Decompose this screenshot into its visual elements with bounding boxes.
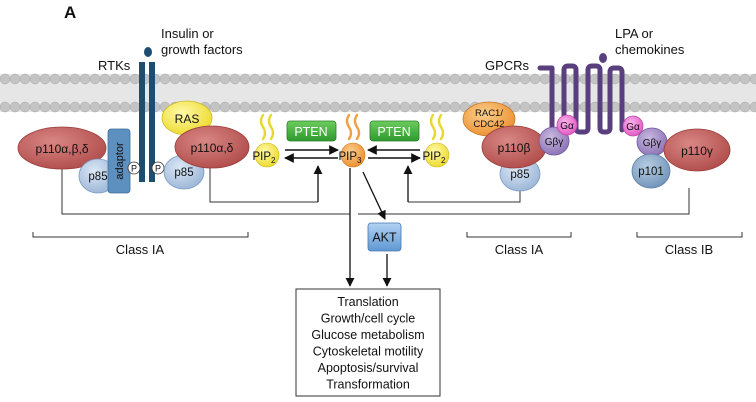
phospho-left-label: P — [131, 164, 137, 174]
class-ia-right-label: Class IA — [495, 242, 544, 257]
phospho-right-label: P — [155, 164, 161, 174]
gbg-right-label: Gβγ — [643, 138, 662, 149]
p110b-label: p110β — [498, 141, 531, 155]
rac1-label-line2: CDC42 — [473, 119, 504, 130]
adaptor-protein — [107, 128, 131, 194]
p85-mid-label: p85 — [174, 167, 193, 179]
rtk-receptor-left — [139, 62, 145, 182]
lpa-label-line1: LPA or — [615, 26, 654, 41]
insulin-label-line1: Insulin or — [161, 26, 214, 41]
p110g-subunit — [663, 128, 731, 172]
pip2-right-label: PIP2 — [423, 151, 447, 165]
p101-subunit — [631, 153, 671, 189]
rtks-label: RTKs — [98, 58, 131, 73]
pip2-right-tails — [429, 113, 445, 141]
pip2-right-head — [424, 142, 450, 168]
galpha-left-label: Gα — [560, 121, 574, 132]
outcome-item: Cytoskeletal motility — [313, 345, 424, 359]
pten-right-label: PTEN — [377, 125, 410, 139]
gbg-left — [538, 126, 570, 156]
pip3-head — [340, 142, 366, 168]
galpha-right-label: Gα — [626, 122, 640, 133]
growth-factor-ligand — [144, 47, 152, 57]
akt-protein — [367, 222, 402, 252]
pten-right — [369, 120, 420, 142]
pip2-left-tails — [259, 113, 275, 141]
class-ib-label: Class IB — [665, 242, 713, 257]
p85-right-label: p85 — [510, 169, 529, 181]
rtk-receptor-right — [149, 62, 155, 182]
lipid-bilayer-membrane — [0, 73, 756, 113]
outcome-item: Translation — [337, 295, 398, 309]
gbg-left-label: Gβγ — [545, 137, 564, 148]
phospho-site-right — [151, 161, 165, 175]
p110-ad-label: p110α,δ — [191, 141, 234, 155]
p110g-label: p110γ — [681, 144, 713, 158]
pten-left-label: PTEN — [294, 125, 327, 139]
pip3-tails — [345, 113, 361, 141]
class-ia-left-label: Class IA — [116, 242, 165, 257]
pip2-left-head — [254, 142, 280, 168]
insulin-label-line2: growth factors — [161, 42, 243, 57]
lpa-ligand — [599, 53, 607, 63]
lpa-label-line2: chemokines — [615, 42, 685, 57]
p110-ad-subunit — [174, 125, 250, 169]
pip2-left-label: PIP2 — [253, 151, 277, 165]
phospho-site-left — [127, 161, 141, 175]
akt-label: AKT — [372, 231, 397, 245]
pten-left — [286, 120, 337, 142]
outcome-item: Growth/cell cycle — [321, 312, 416, 326]
adaptor-label: adaptor — [114, 142, 126, 180]
class-brackets — [32, 232, 743, 238]
ras-label: RAS — [175, 112, 200, 126]
outcome-item: Transformation — [326, 378, 410, 392]
outcome-item: Glucose metabolism — [311, 328, 424, 342]
panel-label: A — [64, 3, 76, 22]
galpha-left — [556, 114, 578, 136]
p110-abd-label: p110α,β,δ — [36, 142, 89, 156]
p110-abd-subunit — [17, 126, 107, 170]
p101-label: p101 — [638, 166, 664, 178]
rac1-label-line1: RAC1/ — [475, 108, 503, 119]
outcomes-box — [295, 288, 441, 397]
pip3-label: PIP3 — [339, 151, 363, 165]
gpcrs-label: GPCRs — [485, 58, 530, 73]
outcome-item: Apoptosis/survival — [318, 361, 419, 375]
connector-lines — [61, 168, 690, 215]
p85-left-label: p85 — [88, 171, 107, 183]
galpha-right — [622, 115, 644, 137]
arrow-pip3-to-akt — [362, 171, 386, 220]
